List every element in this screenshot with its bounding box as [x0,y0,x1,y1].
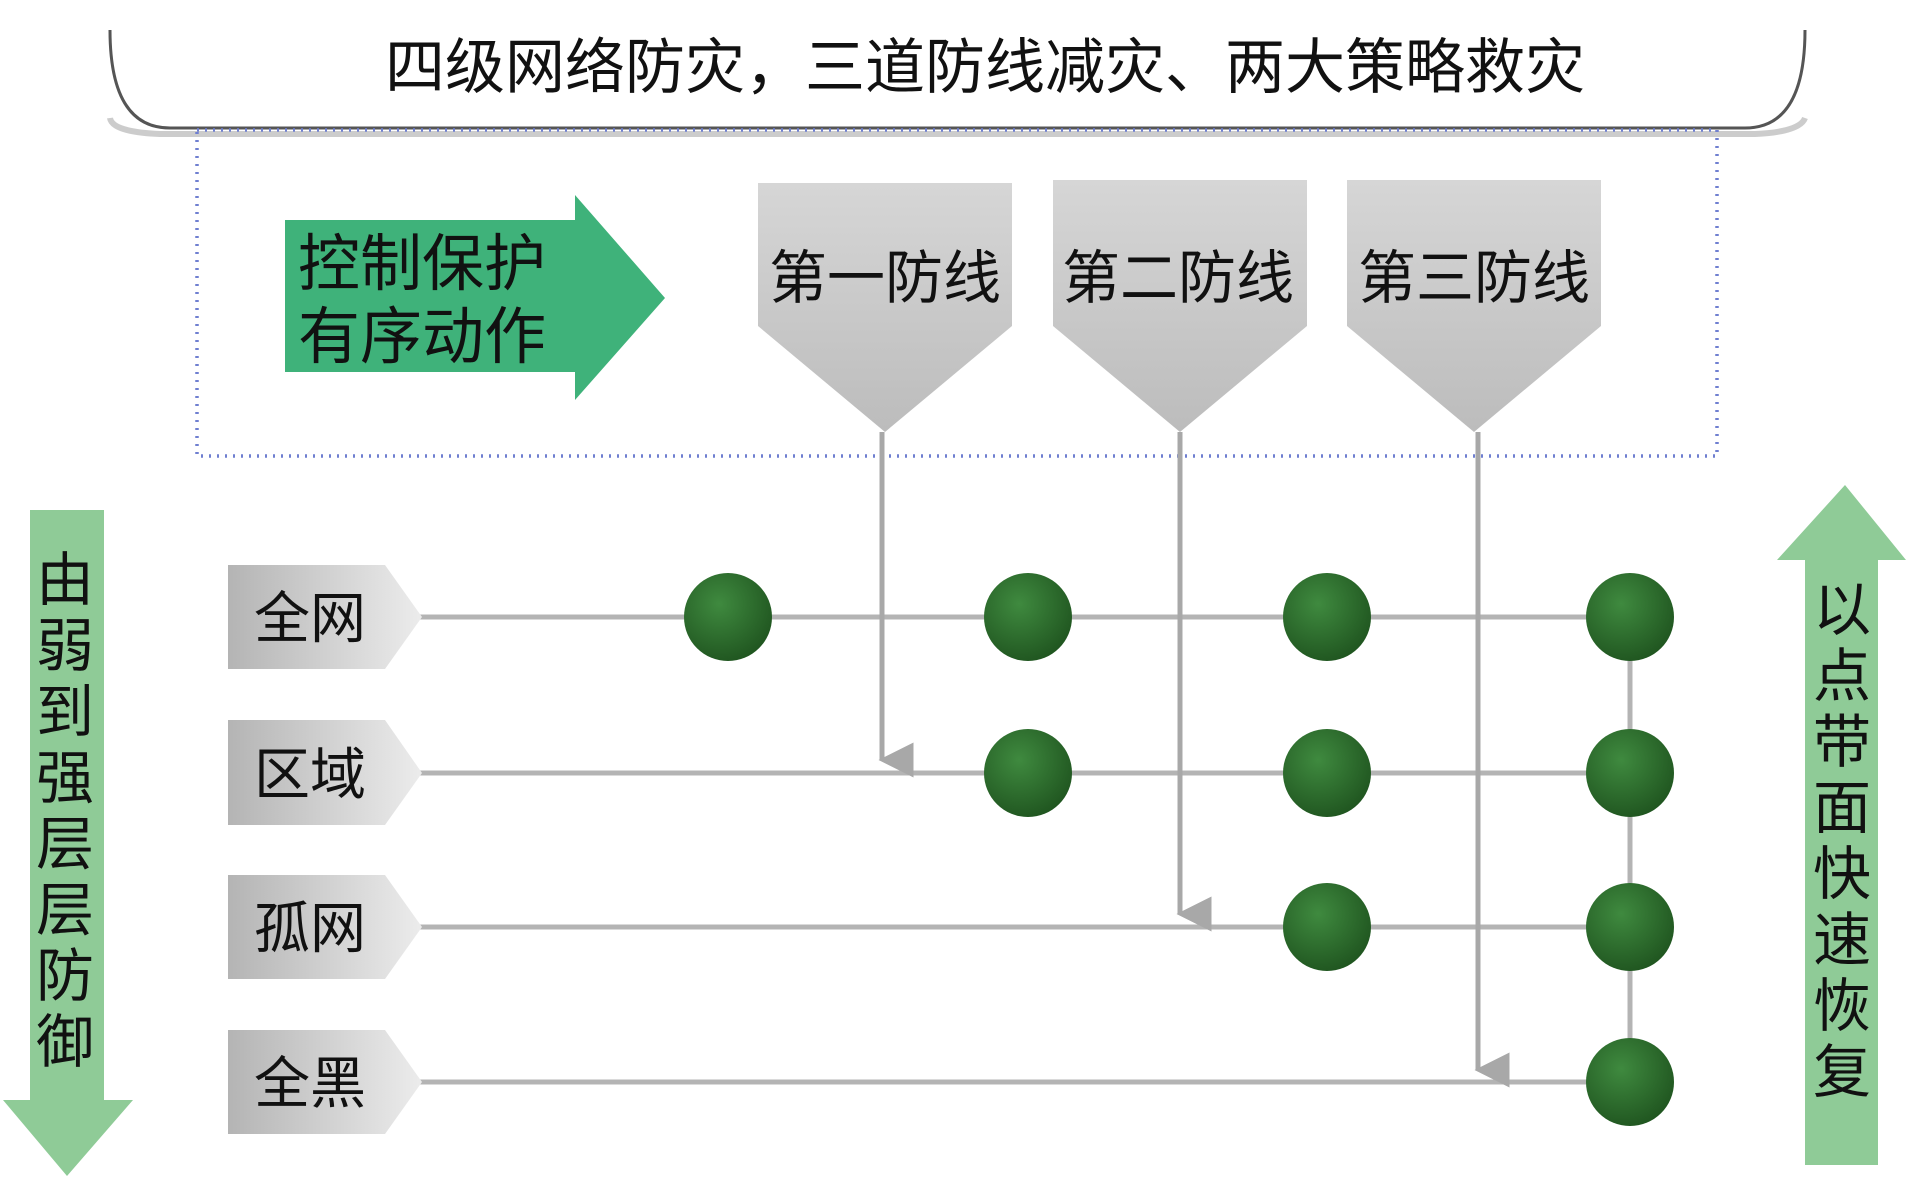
left-strategy-char: 强 [36,744,94,812]
left-strategy-char: 由 [36,546,94,614]
level-label-guwang-text: 孤网 [254,897,366,962]
left-strategy-char: 防 [36,942,94,1010]
defense-arrows [878,432,1510,1088]
left-strategy-char: 层 [36,810,94,878]
right-strategy-char: 快 [1813,840,1871,908]
defense-line-2-label: 第二防线 [1062,244,1294,312]
level-lines [420,614,1630,1085]
defense-line-3: 第三防线 [1347,180,1601,432]
level-label-guwang: 孤网 [228,875,422,979]
defense-region-border [195,128,1719,458]
level-label-quyu-text: 区域 [254,743,366,808]
left-strategy-text: 由 弱 到 强 层 层 防 御 [36,546,94,1076]
title-box: 四级网络防灾，三道防线减灾、两大策略救灾 [107,29,1808,137]
right-strategy-arrow: 以 点 带 面 快 速 恢 复 [1777,485,1906,1165]
defense-line-1: 第一防线 [758,183,1012,432]
node-quanwang-2 [984,573,1072,661]
left-strategy-arrow: 由 弱 到 强 层 层 防 御 [3,510,133,1176]
left-strategy-char: 到 [36,678,94,746]
right-strategy-text: 以 点 带 面 快 速 恢 复 [1813,576,1871,1106]
node-quanwang-1 [684,573,772,661]
node-guwang-2 [1586,883,1674,971]
right-strategy-char: 带 [1813,708,1871,776]
level-label-quanhei: 全黑 [228,1030,422,1134]
control-arrow: 控制保护 有序动作 [285,195,665,400]
node-quyu-3 [1586,729,1674,817]
defense-line-3-label: 第三防线 [1358,244,1590,312]
level-label-quyu: 区域 [228,720,422,825]
level-label-quanwang-text: 全网 [254,587,366,652]
defense-line-1-label: 第一防线 [769,244,1001,312]
right-strategy-char: 速 [1813,906,1871,974]
control-label-line2: 有序动作 [298,300,546,373]
level-label-quanwang: 全网 [228,565,422,669]
node-guwang-1 [1283,883,1371,971]
level-label-quanhei-text: 全黑 [254,1052,366,1117]
title-text: 四级网络防灾，三道防线减灾、两大策略救灾 [385,33,1585,103]
left-strategy-char: 层 [36,876,94,944]
node-quanwang-3 [1283,573,1371,661]
node-quyu-2 [1283,729,1371,817]
right-strategy-char: 点 [1813,642,1871,710]
defense-line-2: 第二防线 [1053,180,1307,432]
right-strategy-char: 复 [1813,1038,1871,1106]
node-quanwang-4 [1586,573,1674,661]
node-quanhei-1 [1586,1038,1674,1126]
control-label-line1: 控制保护 [298,227,546,300]
right-strategy-char: 面 [1813,774,1871,842]
right-strategy-char: 恢 [1813,972,1871,1040]
nodes [684,573,1674,1126]
right-strategy-char: 以 [1813,576,1871,644]
left-strategy-char: 御 [36,1008,94,1076]
left-strategy-char: 弱 [36,612,94,680]
node-quyu-1 [984,729,1072,817]
